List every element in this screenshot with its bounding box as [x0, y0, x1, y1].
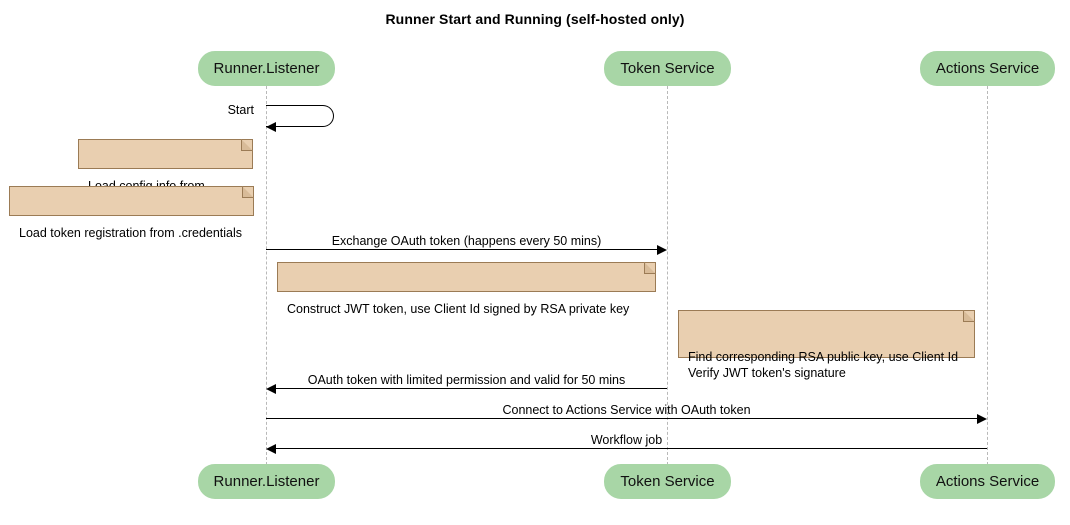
- message-label-exchange-token: Exchange OAuth token (happens every 50 m…: [331, 234, 602, 248]
- participant-label: Runner.Listener: [213, 473, 320, 490]
- message-arrowhead-exchange-token: [657, 245, 667, 255]
- participant-foot-runner[interactable]: Runner.Listener: [198, 464, 335, 499]
- self-message-label-start: Start: [227, 103, 254, 117]
- message-line-oauth-token: [276, 388, 667, 389]
- participant-foot-actions[interactable]: Actions Service: [920, 464, 1055, 499]
- lifeline-actions: [987, 86, 988, 465]
- participant-head-token[interactable]: Token Service: [604, 51, 731, 86]
- message-line-workflow-job: [276, 448, 987, 449]
- self-message-loop-start: [266, 105, 334, 127]
- self-message-arrowhead-start: [266, 122, 276, 132]
- message-label-oauth-token: OAuth token with limited permission and …: [307, 373, 626, 387]
- participant-label: Token Service: [620, 473, 715, 490]
- lifeline-token: [667, 86, 668, 465]
- participant-label: Actions Service: [935, 60, 1040, 77]
- message-label-workflow-job: Workflow job: [590, 433, 663, 447]
- message-line-connect-actions: [266, 418, 977, 419]
- note-construct-jwt: Construct JWT token, use Client Id signe…: [277, 262, 656, 316]
- note-fold-corner-icon: [242, 186, 254, 198]
- message-arrowhead-connect-actions: [977, 414, 987, 424]
- participant-label: Token Service: [620, 60, 715, 77]
- message-label-connect-actions: Connect to Actions Service with OAuth to…: [502, 403, 751, 417]
- note-text: Construct JWT token, use Client Id signe…: [287, 302, 630, 316]
- note-fold-corner-icon: [644, 262, 656, 274]
- note-text: Find corresponding RSA public key, use C…: [688, 350, 959, 380]
- participant-head-actions[interactable]: Actions Service: [920, 51, 1055, 86]
- message-line-exchange-token: [266, 249, 657, 250]
- note-load-config: Load config info from .runner: [78, 139, 253, 209]
- note-fold-corner-icon: [241, 139, 253, 151]
- message-arrowhead-oauth-token: [266, 384, 276, 394]
- note-verify-jwt: Find corresponding RSA public key, use C…: [678, 310, 975, 380]
- lifeline-runner: [266, 86, 267, 465]
- note-text: Load token registration from .credential…: [19, 226, 243, 240]
- diagram-title: Runner Start and Running (self-hosted on…: [385, 11, 685, 27]
- participant-label: Actions Service: [935, 473, 1040, 490]
- participant-head-runner[interactable]: Runner.Listener: [198, 51, 335, 86]
- message-arrowhead-workflow-job: [266, 444, 276, 454]
- participant-label: Runner.Listener: [213, 60, 320, 77]
- note-load-token-registration: Load token registration from .credential…: [9, 186, 254, 240]
- note-fold-corner-icon: [963, 310, 975, 322]
- participant-foot-token[interactable]: Token Service: [604, 464, 731, 499]
